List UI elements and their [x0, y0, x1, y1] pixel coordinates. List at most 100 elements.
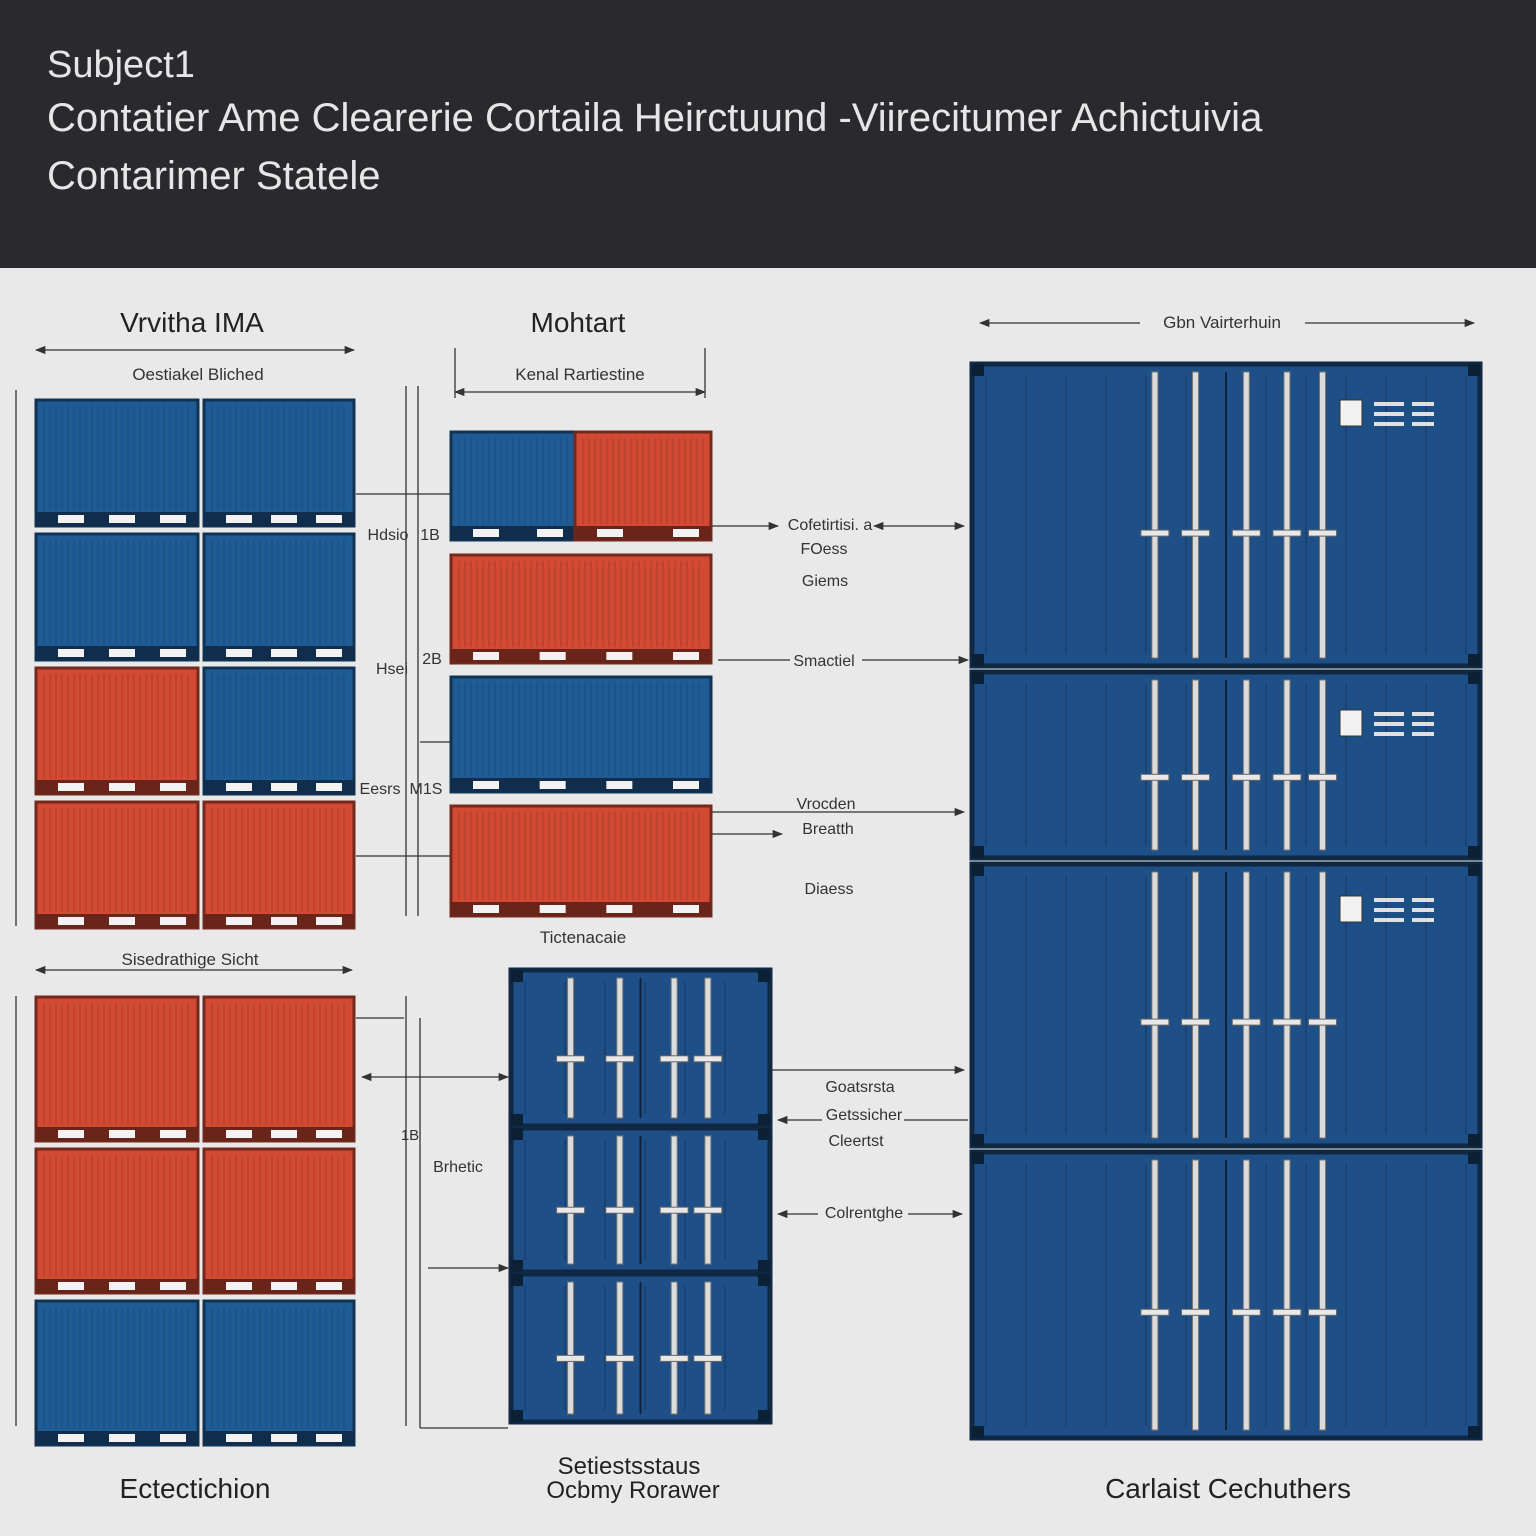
col2-container-foot [539, 652, 566, 660]
side-label-h5: Brhetic [433, 1159, 483, 1176]
col1-container [34, 800, 200, 930]
col3-door-rod [1192, 871, 1200, 1139]
col3-door-handle [1308, 1018, 1338, 1026]
col2-door-handle [659, 1206, 689, 1214]
col2-container-base [451, 649, 711, 663]
col1-lower-container-body [202, 1147, 356, 1295]
col2-container-foot [539, 905, 566, 913]
col1-lower-container [202, 1147, 356, 1295]
col3-info-plate [1339, 895, 1434, 923]
container-group [34, 361, 1483, 1447]
col2-door-corner [511, 1128, 523, 1140]
side-label-h3: Eesrs [360, 781, 401, 798]
col2-container-base [451, 902, 711, 916]
col3-door-corner [972, 1152, 984, 1164]
col1-container-foot [226, 649, 252, 657]
col3-door-corner [1468, 846, 1480, 858]
col2-door-corner [758, 1274, 770, 1286]
col3-door-rod [1151, 871, 1159, 1139]
col3-info-plate-line [1412, 422, 1434, 426]
col2-door-rod [616, 977, 624, 1119]
col1-container-foot [58, 649, 84, 657]
col2-container-foot [473, 781, 499, 789]
col1-lower-container [34, 995, 200, 1143]
col3-info-plate-line [1412, 898, 1434, 902]
col1-lower-container-foot [109, 1130, 135, 1138]
col3-info-plate-line [1374, 712, 1404, 716]
callout-6: Breatth [802, 821, 854, 838]
col2-door-corner [511, 1260, 523, 1272]
col2-door-corner [758, 970, 770, 982]
col2-mid-label: Tictenacaie [540, 928, 626, 947]
col2-door-corner [758, 1260, 770, 1272]
col3-door-rod [1319, 871, 1327, 1139]
col3-info-plate-line [1374, 412, 1404, 416]
callout-11: Colrentghe [825, 1205, 903, 1222]
col2-door-rod [670, 1281, 678, 1415]
col1-container-foot [271, 649, 297, 657]
col1-container-foot [271, 515, 297, 523]
header-bar: Subject1 Contatier Ame Clearerie Cortail… [0, 0, 1536, 268]
col3-door-handle [1140, 1308, 1170, 1316]
col3-door-corner [972, 1134, 984, 1146]
col3-info-plate-line [1374, 898, 1404, 902]
col3-info-plate-line [1374, 908, 1404, 912]
col2-container [449, 675, 713, 794]
col2-door-corner [511, 1274, 523, 1286]
callout-8: Goatsrsta [825, 1079, 894, 1096]
col1-container-body [202, 666, 356, 796]
col1-container-foot [271, 917, 297, 925]
col3-info-plate-box [1339, 709, 1363, 737]
col1-container [202, 398, 356, 528]
col1-lower-container-body [34, 995, 200, 1143]
col1-lower-container-foot [316, 1434, 342, 1442]
col3-door-rod [1283, 871, 1291, 1139]
col2-door-rod [704, 1135, 712, 1265]
col3-door-rod [1192, 679, 1200, 851]
col3-door-rod [1151, 1159, 1159, 1431]
col1-container [34, 532, 200, 662]
col1-lower-container-foot [226, 1282, 252, 1290]
col1-lower-container-foot [160, 1130, 186, 1138]
col3-door-corner [1468, 1426, 1480, 1438]
col3-door-handle [1308, 1308, 1338, 1316]
col2-container [449, 553, 713, 665]
col2-door [508, 1271, 773, 1425]
col2-door-handle [659, 1055, 689, 1063]
col1-container [202, 666, 356, 796]
col1-container-body [34, 666, 200, 796]
col2-container-foot [673, 905, 699, 913]
col2-container-foot [473, 652, 499, 660]
col2-door-corner [511, 1114, 523, 1126]
col3-door-handle [1140, 529, 1170, 537]
col1-lower-container-body [34, 1147, 200, 1295]
col3-info-plate-line [1374, 918, 1404, 922]
col1-container-foot [160, 515, 186, 523]
col2-door [508, 1125, 773, 1275]
col3-info-plate [1339, 709, 1434, 737]
col2-door-handle [605, 1206, 635, 1214]
col3-door-handle [1140, 1018, 1170, 1026]
col3-door-corner [972, 364, 984, 376]
col3-door-rod [1192, 371, 1200, 659]
col1-dimension-label: Oestiakel Bliched [132, 365, 263, 384]
col1-container-foot [226, 783, 252, 791]
col3-door-handle [1308, 529, 1338, 537]
col1-container [34, 398, 200, 528]
col3-door-rod [1319, 371, 1327, 659]
col1-container-foot [160, 917, 186, 925]
col1-lower-container-foot [316, 1282, 342, 1290]
col2-container [573, 430, 713, 542]
col1-container-foot [109, 515, 135, 523]
col3-door-handle [1231, 529, 1261, 537]
col2-container-foot [539, 781, 566, 789]
dimension-lines [15, 318, 1476, 1429]
callout-9: Getssicher [826, 1107, 903, 1124]
col3-door-corner [1468, 1134, 1480, 1146]
col2-door-handle [605, 1354, 635, 1362]
col3-bottom-caption: Carlaist Cechuthers [1105, 1473, 1351, 1504]
col1-container-foot [160, 783, 186, 791]
col3-door-rod [1283, 371, 1291, 659]
col3-door-corner [972, 672, 984, 684]
col1-container-body [34, 800, 200, 930]
